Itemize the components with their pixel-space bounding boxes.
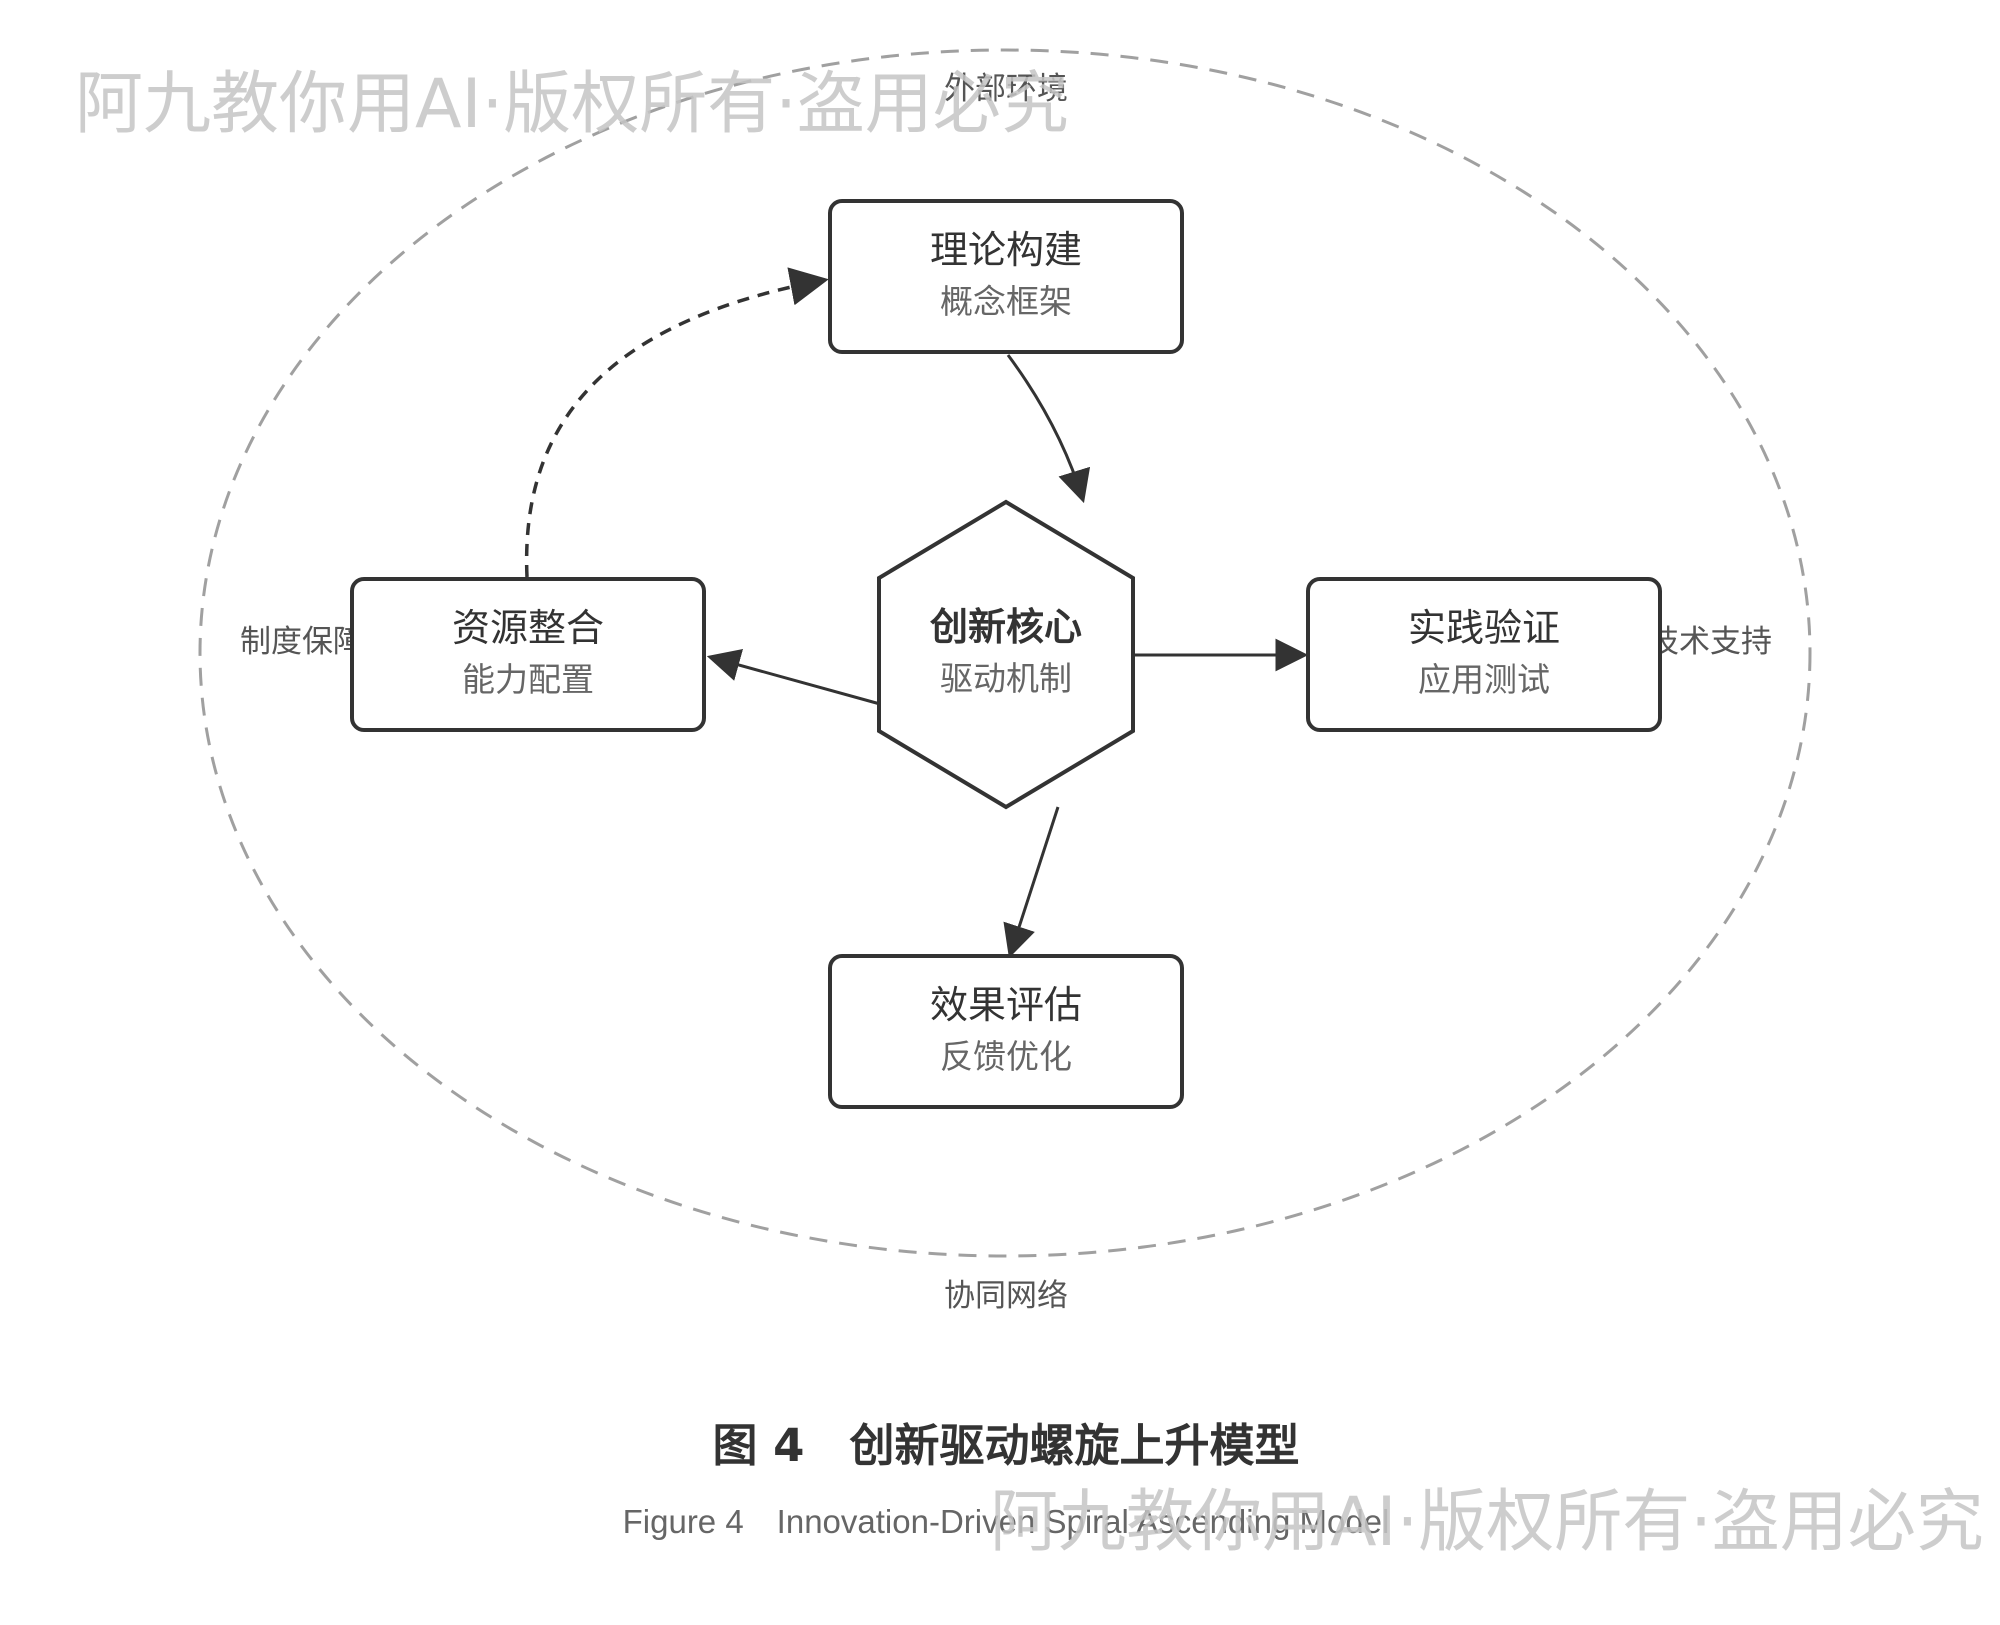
node-core-title: 创新核心 — [930, 605, 1082, 649]
node-theory-title: 理论构建 — [930, 228, 1082, 272]
node-evaluation: 效果评估 反馈优化 — [828, 954, 1184, 1109]
node-practice-box — [1306, 577, 1662, 732]
node-resources-box — [350, 577, 706, 732]
node-evaluation-box — [828, 954, 1184, 1109]
node-resources-subtitle: 能力配置 — [462, 660, 594, 699]
external-environment-boundary — [198, 48, 1812, 1258]
node-evaluation-subtitle: 反馈优化 — [940, 1037, 1072, 1076]
env-label-top: 外部环境 — [944, 71, 1068, 107]
node-theory: 理论构建 概念框架 — [828, 199, 1184, 354]
node-practice-title: 实践验证 — [1408, 606, 1560, 650]
node-resources: 资源整合 能力配置 — [350, 577, 706, 732]
node-practice: 实践验证 应用测试 — [1306, 577, 1662, 732]
edge-core-to-evaluation — [1003, 806, 1060, 959]
node-core-subtitle: 驱动机制 — [940, 659, 1072, 698]
env-label-bottom: 协同网络 — [944, 1278, 1068, 1314]
figure-caption-en: Figure 4 Innovation-Driven Spiral Ascend… — [623, 1503, 1390, 1540]
node-resources-title: 资源整合 — [452, 606, 604, 650]
node-theory-box — [828, 199, 1184, 354]
env-label-right: 技术支持 — [1648, 624, 1772, 660]
node-theory-subtitle: 概念框架 — [940, 282, 1072, 321]
node-practice-subtitle: 应用测试 — [1418, 660, 1550, 699]
edge-resources-to-theory-feedback — [524, 267, 829, 578]
watermark-bottom: 阿九教你用AI·版权所有·盗用必究 — [990, 1483, 1984, 1562]
node-evaluation-title: 效果评估 — [930, 983, 1082, 1027]
node-core: 创新核心 驱动机制 — [877, 499, 1135, 810]
edge-core-to-resources — [706, 649, 881, 706]
env-label-left: 制度保障 — [240, 624, 364, 660]
watermark-top: 阿九教你用AI·版权所有·盗用必究 — [75, 65, 1069, 144]
node-core-hexagon — [877, 499, 1135, 810]
edge-theory-to-core — [1006, 354, 1091, 504]
figure-caption-cn: 图 4 创新驱动螺旋上升模型 — [713, 1419, 1300, 1472]
